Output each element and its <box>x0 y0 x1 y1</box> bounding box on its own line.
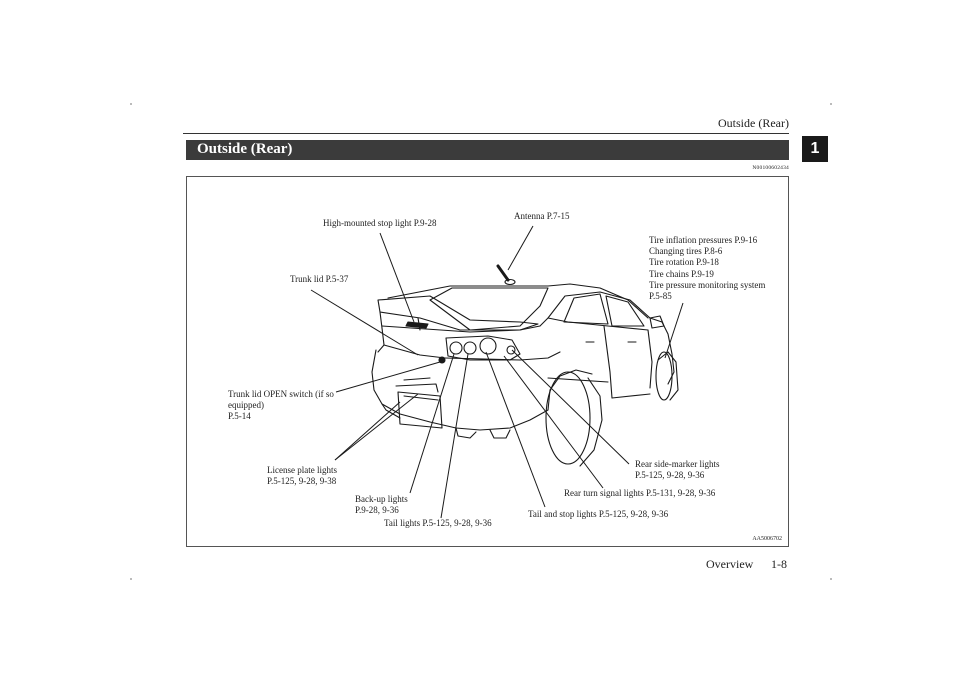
chapter-tab: 1 <box>802 136 828 162</box>
side-marker-line: P.5-125, 9-28, 9-36 <box>635 470 705 481</box>
running-header-title: Outside (Rear) <box>718 116 789 130</box>
page-number: 1-8 <box>771 557 787 571</box>
tire-info-line: Tire chains P.9-19 <box>649 268 714 279</box>
trunk-switch-line: Trunk lid OPEN switch (if so <box>228 389 334 399</box>
label-antenna: Antenna P.7-15 <box>514 211 570 221</box>
image-code: AA5006702 <box>752 536 782 542</box>
trunk-switch-line: P.5-14 <box>228 411 251 422</box>
side-marker-line: Rear side-marker lights <box>635 459 720 469</box>
license-plate-line: P.5-125, 9-28, 9-38 <box>267 476 337 487</box>
label-back-up-lights: Back-up lights P.9-28, 9-36 <box>355 494 408 516</box>
registration-dot <box>830 103 832 105</box>
label-tail-lights: Tail lights P.5-125, 9-28, 9-36 <box>384 518 492 528</box>
label-rear-turn-signal-lights: Rear turn signal lights P.5-131, 9-28, 9… <box>564 488 716 498</box>
section-title-bar <box>186 140 789 160</box>
back-up-line: P.9-28, 9-36 <box>355 505 399 516</box>
header-rule <box>183 133 789 134</box>
registration-dot <box>130 578 132 580</box>
label-rear-side-marker-lights: Rear side-marker lights P.5-125, 9-28, 9… <box>635 459 719 481</box>
registration-dot <box>830 578 832 580</box>
section-title: Outside (Rear) <box>197 141 293 157</box>
tire-info-line: P.5-85 <box>649 291 672 302</box>
diagram-frame <box>186 176 789 547</box>
label-license-plate-lights: License plate lights P.5-125, 9-28, 9-38 <box>267 465 337 487</box>
registration-dot <box>130 103 132 105</box>
label-tail-and-stop-lights: Tail and stop lights P.5-125, 9-28, 9-36 <box>528 509 669 519</box>
trunk-switch-line: equipped) <box>228 400 264 411</box>
tire-info-line: Tire pressure monitoring system <box>649 279 766 290</box>
tire-info-line: Changing tires P.8-6 <box>649 246 723 257</box>
document-number: N00100602434 <box>752 165 789 171</box>
tire-info-line: Tire inflation pressures P.9-16 <box>649 235 758 245</box>
label-tire-info: Tire inflation pressures P.9-16 Changing… <box>649 235 765 302</box>
label-trunk-lid-open-switch: Trunk lid OPEN switch (if so equipped) P… <box>228 389 334 423</box>
label-trunk-lid: Trunk lid P.5-37 <box>290 274 349 284</box>
tire-info-line: Tire rotation P.9-18 <box>649 257 719 268</box>
label-high-mounted-stop-light: High-mounted stop light P.9-28 <box>323 218 437 228</box>
license-plate-line: License plate lights <box>267 465 337 475</box>
footer-section: Overview <box>706 557 754 571</box>
back-up-line: Back-up lights <box>355 494 408 504</box>
